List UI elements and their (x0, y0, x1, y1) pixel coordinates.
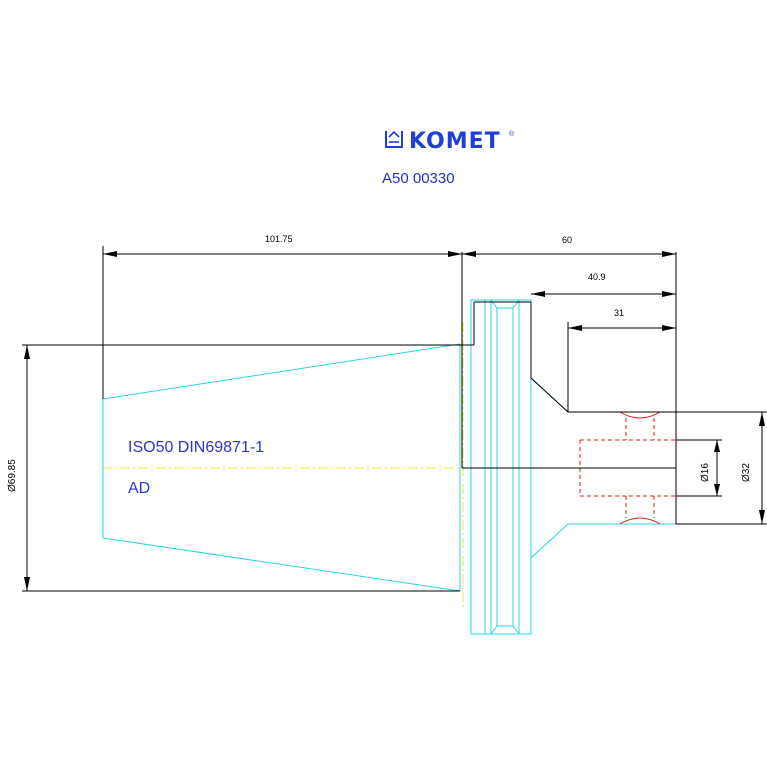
taper-length-label: 101.75 (265, 234, 293, 244)
flange-body (470, 299, 676, 635)
overall-length-label: 60 (562, 235, 572, 245)
taper-diameter-label: Ø69.85 (7, 459, 18, 492)
variant-note: AD (128, 480, 150, 497)
bore-depth-label: 31 (614, 308, 624, 318)
dimension-body-length: 40.9 (531, 272, 676, 297)
komet-logo: KOMET ® (385, 129, 515, 154)
outline-profile (22, 252, 767, 592)
komet-logo-icon (385, 130, 403, 148)
dimension-shank-diameter: Ø32 (741, 412, 765, 524)
standard-note: ISO50 DIN69871-1 (128, 439, 264, 456)
dimension-taper-length: 101.75 (102, 234, 462, 399)
dimension-bore-depth: 31 (567, 308, 676, 412)
taper-body (102, 343, 461, 592)
dimension-bore-diameter: Ø16 (700, 440, 720, 496)
dimension-overall-length: 60 (462, 235, 676, 257)
body-length-label: 40.9 (588, 272, 606, 282)
brand-name: KOMET (409, 129, 501, 154)
bore-diameter-label: Ø16 (700, 463, 711, 482)
dimension-taper-diameter: Ø69.85 (7, 345, 30, 591)
part-number: A50 00330 (382, 170, 455, 187)
trademark-mark: ® (509, 130, 515, 138)
shank-diameter-label: Ø32 (741, 463, 752, 482)
